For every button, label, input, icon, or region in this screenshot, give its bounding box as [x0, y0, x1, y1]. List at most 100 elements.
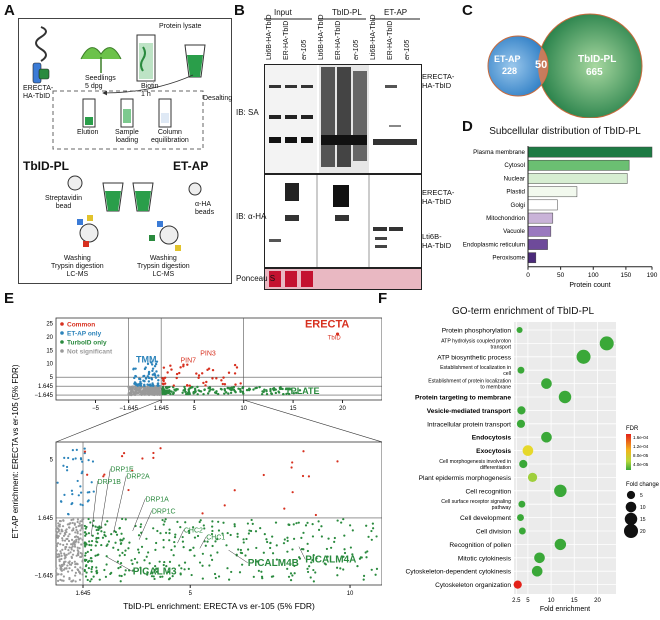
- point-common: [211, 377, 214, 380]
- point-turboid-only: [90, 570, 93, 573]
- point-not-significant: [131, 385, 134, 388]
- point-common: [195, 372, 198, 375]
- point-etap-only: [77, 494, 80, 497]
- point-turboid-only: [98, 525, 101, 528]
- point-turboid-only: [87, 532, 91, 535]
- point-turboid-only: [153, 577, 156, 581]
- point-common: [233, 489, 236, 492]
- point-turboid-only: [343, 551, 347, 555]
- point-not-significant: [80, 520, 84, 523]
- lane-label: Lti6B-HA-TbID: [266, 14, 273, 60]
- point-turboid-only: [110, 533, 113, 536]
- point-turboid-only: [90, 548, 93, 552]
- point-turboid-only: [105, 555, 108, 558]
- label-leader: [228, 549, 248, 564]
- point-not-significant: [70, 518, 73, 522]
- point-turboid-only: [302, 531, 305, 534]
- point-not-significant: [67, 552, 70, 555]
- x-tick-label: 50: [557, 272, 565, 279]
- point-turboid-only: [162, 538, 165, 542]
- point-turboid-only: [91, 565, 94, 569]
- point-turboid-only: [298, 389, 302, 392]
- point-turboid-only: [119, 562, 123, 565]
- ib-ha-label: IB: α-HA: [236, 212, 267, 221]
- point-turboid-only: [117, 548, 120, 551]
- point-turboid-only: [312, 580, 315, 583]
- blot-ha: [264, 174, 422, 268]
- go-bubble: [576, 349, 591, 364]
- point-turboid-only: [201, 577, 204, 580]
- point-turboid-only: [262, 551, 265, 554]
- blot-ha-bands: [269, 175, 403, 267]
- point-not-significant: [73, 540, 76, 543]
- point-common: [222, 376, 225, 379]
- point-common: [336, 460, 339, 463]
- point-turboid-only: [182, 546, 185, 549]
- point-turboid-only: [188, 391, 191, 395]
- point-common: [223, 383, 227, 386]
- point-turboid-only: [266, 540, 269, 544]
- point-turboid-only: [304, 524, 308, 527]
- point-etap-only: [76, 479, 79, 483]
- point-turboid-only: [90, 578, 93, 581]
- point-turboid-only: [263, 532, 266, 536]
- point-etap-only: [79, 503, 82, 506]
- point-turboid-only: [295, 522, 298, 525]
- point-not-significant: [76, 532, 79, 535]
- go-bubble: [517, 406, 526, 415]
- biotin-label: Biotin 1 h: [141, 83, 159, 98]
- point-not-significant: [71, 529, 74, 532]
- point-turboid-only: [227, 392, 230, 395]
- go-term-label: Mitotic cytokinesis: [458, 555, 512, 562]
- point-not-significant: [81, 560, 84, 563]
- point-turboid-only: [152, 575, 155, 578]
- point-turboid-only: [187, 567, 190, 570]
- point-etap-only: [87, 459, 90, 462]
- point-not-significant: [76, 536, 80, 539]
- point-turboid-only: [156, 529, 159, 533]
- label-leader: [113, 475, 127, 533]
- point-turboid-only: [298, 557, 302, 560]
- point-turboid-only: [162, 523, 165, 526]
- point-turboid-only: [211, 529, 214, 533]
- point-turboid-only: [158, 560, 161, 563]
- point-not-significant: [58, 525, 61, 528]
- x-axis-label: TbID-PL enrichment: ERECTA vs er-105 (5%…: [123, 601, 315, 611]
- point-turboid-only: [106, 520, 109, 523]
- label-tbid: TbID: [328, 336, 342, 342]
- point-turboid-only: [269, 389, 272, 393]
- lane-label: ER-HA-TbID: [283, 20, 291, 60]
- legend-marker: [60, 349, 64, 353]
- point-turboid-only: [245, 537, 248, 541]
- point-turboid-only: [289, 572, 293, 575]
- point-turboid-only: [214, 540, 217, 543]
- point-turboid-only: [306, 542, 309, 545]
- point-turboid-only: [85, 571, 88, 574]
- zoom-label: CHC1: [206, 535, 225, 542]
- erecta-top-label: ERECTA- HA-TbID: [422, 72, 455, 90]
- go-term-label: ATP hydrolysis coupled proton: [441, 338, 511, 344]
- legend-marker: [60, 340, 64, 344]
- point-not-significant: [63, 557, 66, 560]
- top-y-tick-label: 15: [46, 348, 53, 354]
- point-turboid-only: [286, 550, 289, 553]
- point-turboid-only: [106, 543, 109, 546]
- go-term-label: Protein phosphorylation: [442, 328, 512, 335]
- point-not-significant: [56, 579, 60, 583]
- point-turboid-only: [375, 567, 379, 570]
- point-turboid-only: [173, 540, 176, 544]
- point-turboid-only: [130, 559, 133, 562]
- x-tick-label: 190: [647, 272, 658, 279]
- point-turboid-only: [146, 571, 149, 574]
- bar-category-label: Plastid: [506, 189, 525, 196]
- point-not-significant: [81, 567, 84, 570]
- point-turboid-only: [247, 532, 250, 535]
- point-turboid-only: [174, 389, 177, 392]
- point-turboid-only: [84, 545, 87, 548]
- point-turboid-only: [311, 535, 315, 538]
- point-turboid-only: [100, 530, 103, 533]
- point-turboid-only: [222, 521, 225, 524]
- bar-category-label: Peroxisome: [492, 255, 525, 262]
- go-bubble: [516, 326, 523, 334]
